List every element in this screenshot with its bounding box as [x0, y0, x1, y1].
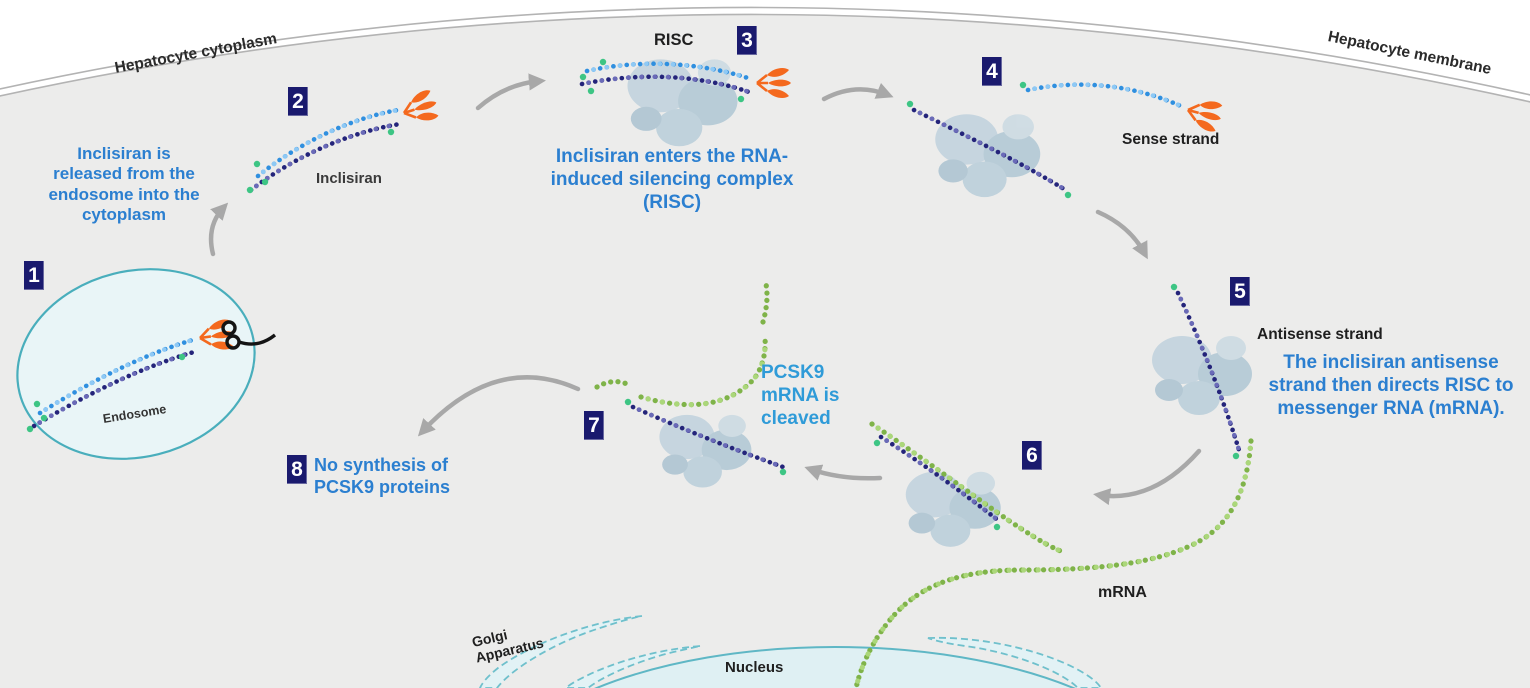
step-5-badge: 5	[1230, 277, 1250, 306]
inclisiran-label: Inclisiran	[316, 170, 382, 187]
risc-complex-step6	[869, 421, 1066, 555]
step-1-badge: 1	[24, 261, 44, 290]
step-7-caption: PCSK9 mRNA is cleaved	[761, 362, 840, 429]
galnac-icon	[1182, 94, 1227, 135]
inclisiran-duplex-step2	[246, 86, 443, 194]
step-5-caption: The inclisiran antisense strand then dir…	[1268, 352, 1514, 419]
step-6-badge: 6	[1022, 441, 1042, 470]
risc-complex-step3	[579, 58, 793, 147]
sense-strand-step4	[1019, 81, 1227, 135]
galnac-icon	[755, 66, 793, 100]
mrna-label: mRNA	[1098, 584, 1147, 601]
risc-label: RISC	[654, 31, 694, 49]
step-1-caption: Inclisiran is released from the endosome…	[48, 144, 200, 225]
arrow-step3-to-4	[821, 82, 894, 102]
arrow-step4-to-5	[1095, 209, 1148, 260]
arrow-step2-to-3	[475, 73, 546, 111]
step-3-caption: Inclisiran enters the RNA-induced silenc…	[550, 146, 794, 213]
risc-complex-step5	[1152, 283, 1252, 460]
golgi-apparatus-shape	[479, 615, 701, 688]
risc-complex-step4	[906, 100, 1072, 199]
hepatocyte-membrane-arc	[0, 0, 1530, 103]
nucleus-label: Nucleus	[725, 659, 784, 676]
step-2-badge: 2	[288, 87, 308, 116]
step-3-badge: 3	[737, 26, 757, 55]
risc-complex-step7	[594, 281, 789, 488]
arrow-step1-to-2	[208, 202, 229, 257]
arrow-step6-to-7	[804, 464, 883, 481]
er-crescent-shape	[927, 636, 1103, 688]
mrna-strand	[853, 438, 1254, 688]
antisense-strand-label: Antisense strand	[1257, 326, 1383, 343]
nucleus-shape	[594, 646, 1076, 688]
step-7-badge: 7	[584, 411, 604, 440]
arrow-step5-to-6	[1093, 448, 1202, 506]
arrow-step7-to-8	[417, 375, 581, 437]
step-8-caption: No synthesis of PCSK9 proteins	[314, 455, 451, 497]
asgpr-receptor-icon	[221, 320, 277, 350]
galnac-icon	[398, 86, 443, 129]
inclisiran-duplex-step1	[26, 317, 277, 433]
sense-strand-label: Sense strand	[1122, 131, 1220, 148]
endosome-shape	[16, 268, 256, 460]
cleaved-mrna-fragments	[594, 281, 770, 408]
flow-arrows	[208, 73, 1202, 506]
step-8-badge: 8	[287, 455, 307, 484]
step-4-badge: 4	[982, 57, 1002, 86]
